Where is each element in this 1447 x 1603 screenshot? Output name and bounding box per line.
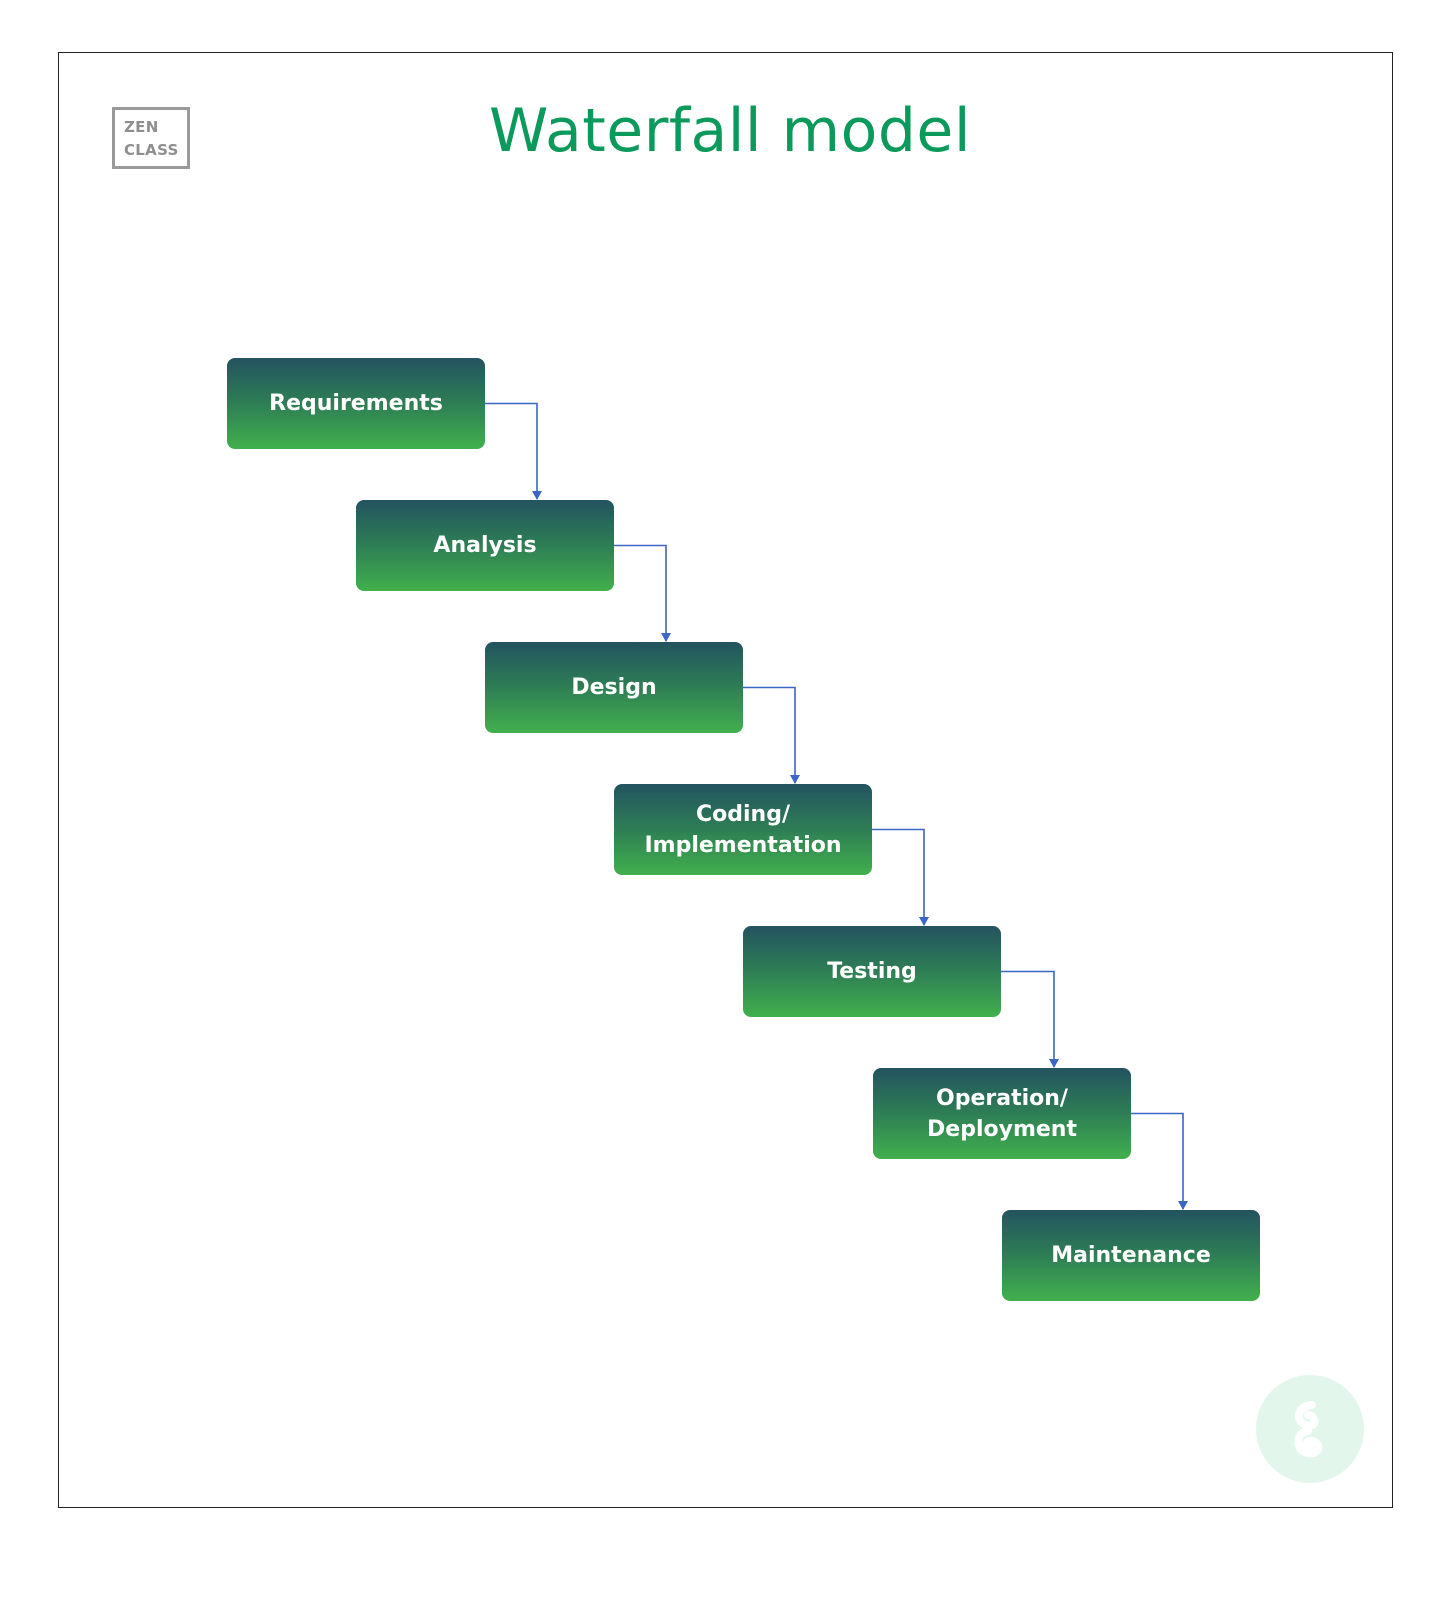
logo-line-2: CLASS	[124, 141, 179, 159]
ghost-squiggle-icon	[1256, 1375, 1364, 1483]
stage-operation-deployment: Operation/ Deployment	[873, 1068, 1131, 1159]
logo-line-1: ZEN	[124, 118, 159, 136]
zen-class-logo: ZEN CLASS	[112, 107, 190, 169]
stage-requirements: Requirements	[227, 358, 485, 449]
stage-testing: Testing	[743, 926, 1001, 1017]
stage-label: Requirements	[269, 391, 443, 416]
diagram-title: Waterfall model	[489, 96, 971, 166]
stage-label: Coding/ Implementation	[644, 801, 842, 858]
stage-label: Maintenance	[1051, 1243, 1211, 1268]
stage-maintenance: Maintenance	[1002, 1210, 1260, 1301]
stage-analysis: Analysis	[356, 500, 614, 591]
stage-label: Testing	[827, 959, 917, 984]
stage-label: Operation/ Deployment	[927, 1085, 1077, 1142]
stage-design: Design	[485, 642, 743, 733]
stage-coding-implementation: Coding/ Implementation	[614, 784, 872, 875]
stage-label: Design	[571, 675, 657, 700]
stage-label: Analysis	[433, 533, 537, 558]
